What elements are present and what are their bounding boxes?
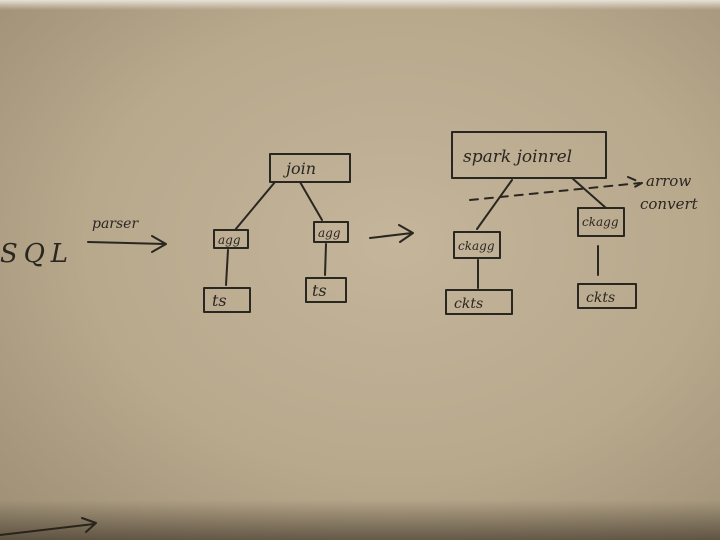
edge-agg-right-ts	[324, 243, 327, 276]
spark-joinrel-node-box	[451, 131, 607, 179]
paper-shadow-bottom	[0, 500, 720, 540]
parser-label: parser	[92, 216, 139, 232]
arrow-convert-boundary	[469, 176, 643, 201]
join-node-box	[269, 153, 351, 183]
ckagg-left-node-box	[453, 231, 501, 259]
edge-joinrel-left	[476, 179, 513, 230]
agg-right-node-label: agg	[318, 226, 341, 240]
ckagg-right-node-box	[577, 207, 625, 237]
ckagg-right-node-label: ckagg	[582, 215, 619, 229]
ts-left-node-label: ts	[212, 291, 227, 310]
edge-agg-left-ts	[225, 249, 229, 286]
ckagg-left-node-label: ckagg	[458, 239, 495, 253]
agg-left-node-label: agg	[218, 233, 241, 247]
convert-arrow	[369, 224, 414, 243]
parser-arrow	[87, 235, 167, 253]
edge-joinrel-right	[571, 177, 607, 209]
ts-left-node-box	[203, 287, 251, 313]
paper-edge-top	[0, 0, 720, 10]
join-node-label: join	[283, 159, 316, 178]
sql-label: SQL	[0, 239, 68, 269]
spark-joinrel-node-label: spark joinrel	[463, 147, 572, 167]
ts-right-node-box	[305, 277, 347, 303]
agg-right-node-box	[313, 221, 349, 243]
annotation-arrow: arrow	[646, 172, 691, 190]
ckts-left-node-box	[445, 289, 513, 315]
ckts-left-node-label: ckts	[454, 296, 483, 312]
ckts-right-node-box	[577, 283, 637, 309]
edge-join-left	[234, 181, 276, 231]
annotation-convert: convert	[640, 195, 699, 213]
agg-left-node-box	[213, 229, 249, 249]
ts-right-node-label: ts	[312, 281, 327, 300]
edge-join-right	[299, 181, 323, 221]
ckts-right-node-label: ckts	[586, 290, 615, 306]
